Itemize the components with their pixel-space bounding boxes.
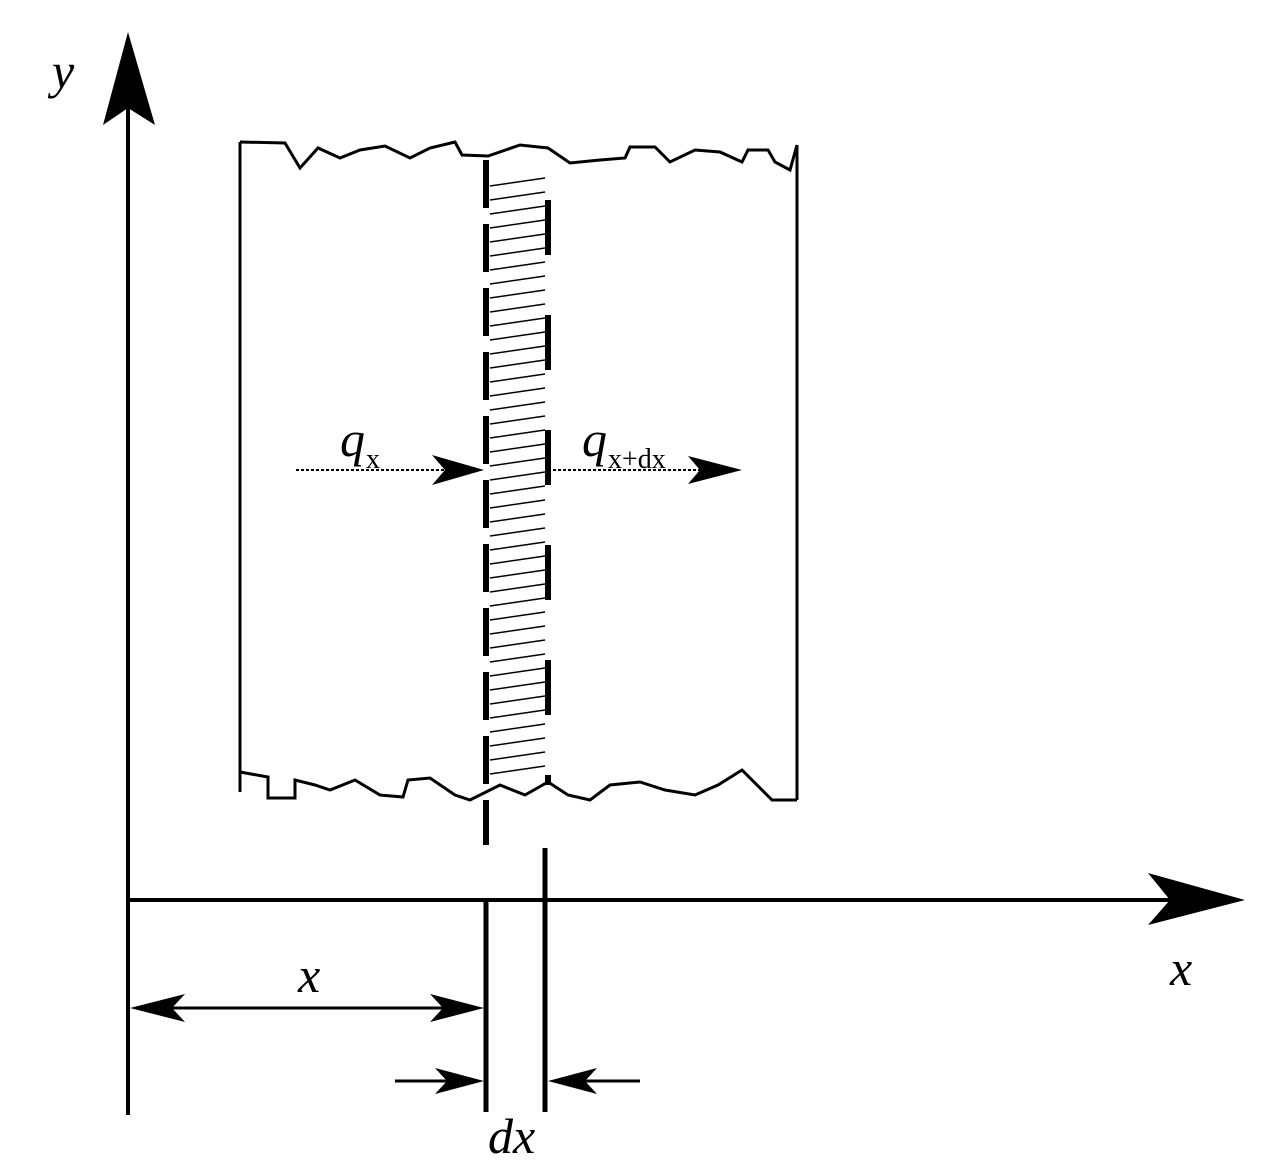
hatch-line [489,499,546,509]
hatch-line [489,219,546,229]
q-out-subscript: x+dx [608,444,666,475]
dx-dimension [395,1068,640,1094]
hatch-line [489,345,546,355]
hatch-line [489,261,546,271]
hatch-line [489,331,546,341]
x-distance-dimension [130,994,484,1022]
hatch-line [489,541,546,551]
hatch-line [489,373,546,383]
hatch-line [489,555,546,565]
q-in-symbol: q [340,411,365,467]
hatch-line [489,681,546,691]
hatch-line [489,569,546,579]
q-out-symbol: q [582,411,607,467]
hatch-line [489,485,546,495]
hatch-line [489,401,546,411]
hatch-line [489,751,546,761]
hatch-line [489,289,546,299]
hatch-line [489,387,546,397]
slab-body [238,140,799,802]
hatch-line [489,765,546,775]
q-in-label: q x [340,411,380,475]
hatch-line [489,597,546,607]
x-axis-arrowhead [1148,873,1245,925]
hatch-line [489,513,546,523]
hatch-line [489,457,546,467]
hatch-line [489,275,546,285]
x-distance-label: x [297,947,320,1003]
hatch-line [489,695,546,705]
hatch-line [489,653,546,663]
x-axis [128,873,1245,925]
element-hatching [489,177,546,775]
hatch-line [489,205,546,215]
hatch-line [489,583,546,593]
hatch-line [489,177,546,187]
hatch-line [489,415,546,425]
q-in-subscript: x [366,444,380,475]
hatch-line [489,233,546,243]
hatch-line [489,527,546,537]
hatch-line [489,317,546,327]
hatch-line [489,737,546,747]
q-out-label: q x+dx [582,411,666,475]
hatch-line [489,709,546,719]
hatch-line [489,723,546,733]
hatch-line [489,303,546,313]
hatch-line [489,471,546,481]
y-axis-label: y [47,43,75,99]
q-in-arrow [296,455,484,485]
dx-label: dx [488,1108,535,1161]
y-axis [103,32,155,1115]
hatch-line [489,625,546,635]
hatch-line [489,247,546,257]
x-axis-label: x [1169,940,1192,996]
hatch-line [489,359,546,369]
hatch-line [489,429,546,439]
hatch-line [489,639,546,649]
hatch-line [489,611,546,621]
q-out-arrow [548,456,742,484]
hatch-line [489,191,546,201]
y-axis-arrowhead [103,32,155,125]
hatch-line [489,667,546,677]
hatch-line [489,443,546,453]
